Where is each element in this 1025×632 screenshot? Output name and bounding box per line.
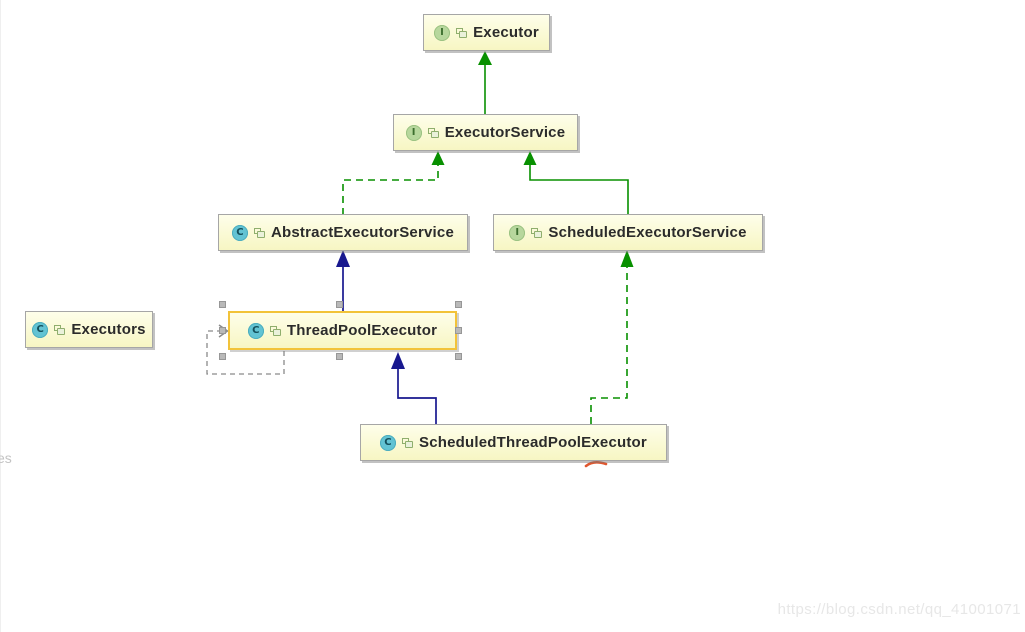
node-executor[interactable]: I Executor (423, 14, 550, 51)
interface-icon: I (405, 124, 422, 141)
edge-scheduledthreadpoolexecutor-implements-scheduledexecutorservice[interactable] (590, 250, 634, 424)
node-label: ThreadPoolExecutor (286, 322, 438, 339)
selection-handle-bottom-left[interactable] (219, 353, 226, 360)
selection-handle-bottom-center[interactable] (336, 353, 343, 360)
class-icon: C (32, 321, 49, 338)
node-label: ScheduledThreadPoolExecutor (419, 434, 647, 451)
visibility-lock-icon (269, 325, 281, 336)
interface-icon: I (509, 224, 526, 241)
node-label: ExecutorService (444, 124, 566, 141)
class-icon: C (231, 224, 248, 241)
selection-handle-top-center[interactable] (336, 301, 343, 308)
edge-scheduledexecutorservice-extends-executorservice[interactable] (523, 151, 629, 215)
node-label: ScheduledExecutorService (548, 224, 747, 241)
clipped-left-text-fragment: es (0, 450, 12, 466)
class-icon: C (380, 434, 397, 451)
visibility-lock-icon (253, 227, 265, 238)
edge-scheduledthreadpoolexecutor-extends-threadpoolexecutor[interactable] (391, 352, 437, 424)
watermark-url: https://blog.csdn.net/qq_41001071 (777, 601, 1021, 618)
visibility-lock-icon (427, 127, 439, 138)
selection-handle-bottom-right[interactable] (455, 353, 462, 360)
orange-annotation-mark (584, 461, 608, 468)
selection-handle-top-left[interactable] (219, 301, 226, 308)
node-scheduled-thread-pool-executor[interactable]: C ScheduledThreadPoolExecutor (360, 424, 667, 461)
node-label: Executor (473, 24, 539, 41)
visibility-lock-icon (402, 437, 414, 448)
class-icon: C (247, 322, 264, 339)
node-abstract-executor-service[interactable]: C AbstractExecutorService (218, 214, 468, 251)
node-thread-pool-executor[interactable]: C ThreadPoolExecutor (228, 311, 457, 350)
interface-icon: I (434, 24, 451, 41)
node-scheduled-executor-service[interactable]: I ScheduledExecutorService (493, 214, 763, 251)
edge-executorservice-extends-executor[interactable] (478, 51, 492, 115)
edge-abstractexecutorservice-implements-executorservice[interactable] (342, 151, 445, 215)
node-executors[interactable]: C Executors (25, 311, 153, 348)
visibility-lock-icon (456, 27, 468, 38)
visibility-lock-icon (531, 227, 543, 238)
selection-handle-mid-left[interactable] (219, 327, 226, 334)
selection-handle-top-right[interactable] (455, 301, 462, 308)
visibility-lock-icon (54, 324, 66, 335)
node-executor-service[interactable]: I ExecutorService (393, 114, 578, 151)
node-label: AbstractExecutorService (270, 224, 455, 241)
selection-handle-mid-right[interactable] (455, 327, 462, 334)
node-label: Executors (71, 321, 146, 338)
left-panel-edge (0, 0, 1, 632)
